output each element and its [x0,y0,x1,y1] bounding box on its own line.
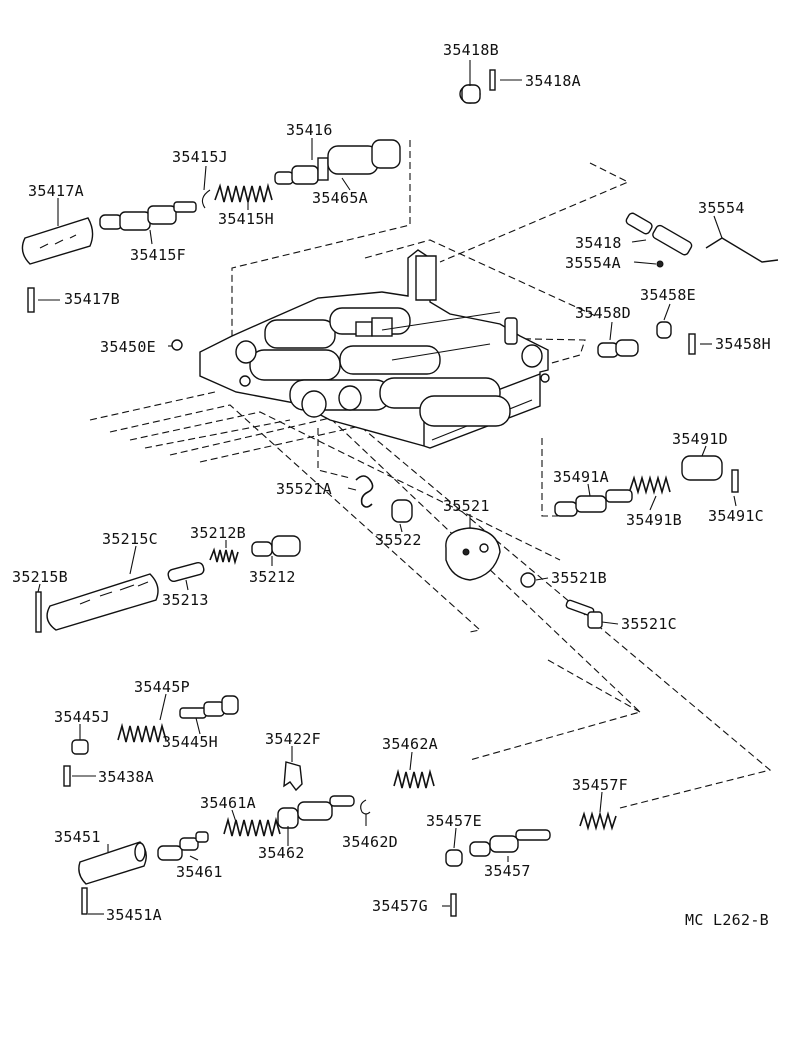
label-35458D: 35458D [575,304,631,322]
label-35416: 35416 [286,121,333,139]
label-35465A: 35465A [312,189,368,207]
label-35418B: 35418B [443,41,499,59]
part-35462-icon [277,795,355,829]
label-35461: 35461 [176,863,223,881]
part-35445J-icon [71,739,89,755]
label-35418A: 35418A [525,72,581,90]
part-35422F-icon [283,761,303,792]
label-35457F: 35457F [572,776,628,794]
part-35554-icon [705,237,779,263]
label-35521A: 35521A [276,480,332,498]
label-35457G: 35457G [372,897,428,915]
part-35415H-spring-icon [214,182,273,203]
label-35451: 35451 [54,828,101,846]
label-35445H: 35445H [162,733,218,751]
part-35461-icon [157,831,209,861]
label-35212B: 35212B [190,524,246,542]
label-35215C: 35215C [102,530,158,548]
part-35462D-icon [360,799,371,815]
part-35451-icon [78,841,147,885]
label-35521C: 35521C [621,615,677,633]
part-35212B-spring-icon [209,547,239,566]
part-35458E-icon [656,321,672,339]
label-35417B: 35417B [64,290,120,308]
label-35445J: 35445J [54,708,110,726]
part-35554A-icon [656,260,664,268]
label-35445P: 35445P [134,678,190,696]
part-35458D-icon [597,339,639,358]
part-35521B-icon [520,572,536,588]
part-35458H-icon [688,333,696,355]
label-35462: 35462 [258,844,305,862]
label-35415J: 35415J [172,148,228,166]
label-35417A: 35417A [28,182,84,200]
part-35445P-icon [179,695,239,719]
label-35458H: 35458H [715,335,771,353]
diagram-code: MC L262-B [685,911,769,929]
label-35491C: 35491C [708,507,764,525]
label-35457E: 35457E [426,812,482,830]
part-35215B-icon [35,591,42,633]
label-35451A: 35451A [106,906,162,924]
part-35491D-icon [681,455,723,481]
valve-body-assembly [199,249,550,449]
label-35521B: 35521B [551,569,607,587]
part-35491C-icon [731,469,739,493]
part-35213-icon [167,561,205,583]
part-35450E-icon [171,339,183,351]
part-35418-icon [625,212,693,256]
label-35422F: 35422F [265,730,321,748]
label-35491A: 35491A [553,468,609,486]
label-35458E: 35458E [640,286,696,304]
label-35462A: 35462A [382,735,438,753]
label-35522: 35522 [375,531,422,549]
part-35212-icon [251,535,301,557]
part-35457G-icon [450,893,457,917]
part-35462A-spring-icon [393,768,435,789]
label-35491D: 35491D [672,430,728,448]
label-35450E: 35450E [100,338,156,356]
label-35418: 35418 [575,234,622,252]
label-35213: 35213 [162,591,209,609]
label-35415H: 35415H [218,210,274,228]
assembly-dashed-lines [89,140,772,809]
label-35438A: 35438A [98,768,154,786]
label-35491B: 35491B [626,511,682,529]
label-35415F: 35415F [130,246,186,264]
part-35418A-icon [489,69,496,91]
label-35521: 35521 [443,497,490,515]
label-35457: 35457 [484,862,531,880]
label-35212: 35212 [249,568,296,586]
label-35554: 35554 [698,199,745,217]
part-35418B-icon [459,84,481,104]
part-35465A-icon [327,139,401,175]
part-35521C-icon [565,599,603,629]
part-35215C-icon [46,573,159,631]
part-35417A-icon [21,217,94,265]
part-labels: 35418B 35418A 35416 35415J 35417A 35465A… [12,41,771,929]
leader-lines [37,60,737,915]
label-35462D: 35462D [342,833,398,851]
part-35417B-icon [27,287,35,313]
part-35522-icon [391,499,413,523]
part-35521A-spring-icon [355,475,374,508]
part-35457F-spring-icon [579,811,617,831]
label-35461A: 35461A [200,794,256,812]
part-35461A-spring-icon [223,816,281,837]
part-35415J-icon [201,189,211,209]
part-35457-icon [469,829,551,857]
label-35554A: 35554A [565,254,621,272]
part-35521-icon [445,527,501,581]
label-35215B: 35215B [12,568,68,586]
part-35438A-icon [63,765,71,787]
part-35457E-icon [445,849,463,867]
part-35451A-icon [81,887,88,915]
part-35416-icon [274,157,329,185]
part-35491B-spring-icon [629,475,671,495]
part-35491A-icon [554,489,633,517]
part-35445H-spring-icon [117,722,167,743]
part-35415F-icon [99,201,197,231]
